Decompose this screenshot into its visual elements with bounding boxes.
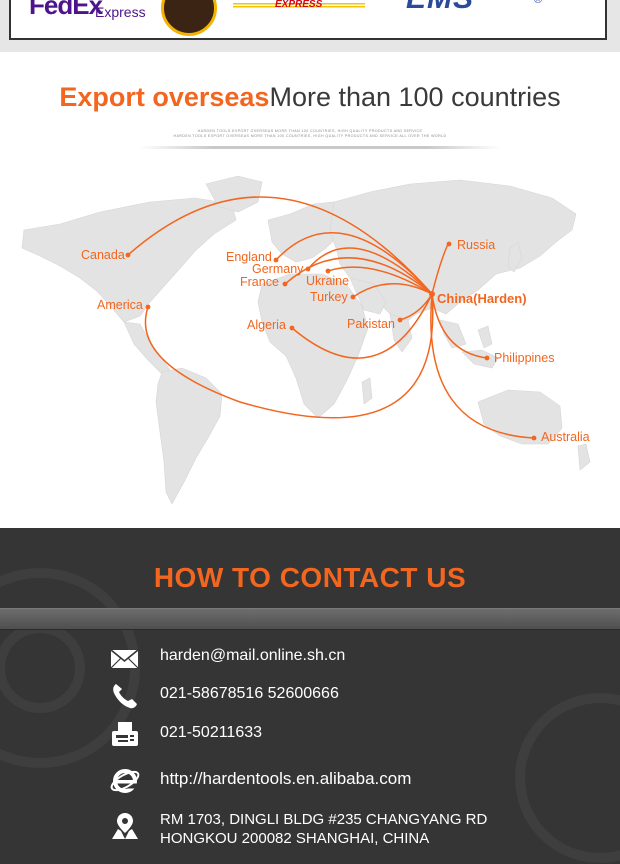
internet-explorer-icon (110, 769, 140, 793)
label-russia: Russia (457, 238, 495, 252)
phone-icon (113, 684, 137, 709)
contact-website[interactable]: http://hardentools.en.alibaba.com (160, 769, 412, 788)
envelope-icon (110, 649, 139, 669)
contact-section: HOW TO CONTACT US harden@mail.online.sh.… (0, 528, 620, 864)
fax-icon (112, 722, 138, 746)
label-america: America (97, 298, 143, 312)
label-ukraine: Ukraine (306, 274, 349, 288)
hub-dot (429, 291, 435, 297)
continents (21, 175, 591, 505)
label-canada: Canada (81, 248, 125, 262)
contact-email[interactable]: harden@mail.online.sh.cn (160, 647, 346, 664)
title-divider (140, 146, 500, 149)
dhl-express-label: EXPRESS (275, 0, 323, 10)
dhl-logo (233, 3, 365, 8)
contact-title-band (0, 608, 620, 630)
contact-address-line-2: HONGKOU 200082 SHANGHAI, CHINA (160, 830, 430, 847)
destination-labels: China(Harden) Russia Canada England Germ… (81, 238, 590, 444)
destination-dots (125, 241, 537, 441)
export-map-section: Export overseasMore than 100 countries H… (0, 52, 620, 528)
world-map: China(Harden) Russia Canada England Germ… (21, 175, 591, 505)
export-title-rest: More than 100 countries (269, 82, 561, 112)
ems-registered-mark: ® (534, 0, 543, 6)
shipping-logos-strip: FedEx Express EXPRESS EMS ® (0, 0, 620, 52)
ups-logo (161, 0, 217, 36)
export-title-highlight: Export overseas (59, 82, 270, 112)
fedex-logo: FedEx (29, 0, 103, 20)
shipping-logos-card: FedEx Express EXPRESS EMS ® (9, 0, 607, 40)
hub-label: China(Harden) (437, 291, 527, 306)
label-germany: Germany (252, 262, 304, 276)
export-fine-text-2: HARDEN TOOLS EXPORT OVERSEAS MORE THAN 1… (173, 134, 447, 138)
contact-fax: 021-50211633 (160, 724, 263, 741)
label-pakistan: Pakistan (347, 317, 395, 331)
contact-phone: 021-58678516 52600666 (160, 685, 339, 702)
label-france: France (240, 275, 279, 289)
label-turkey: Turkey (310, 290, 348, 304)
label-algeria: Algeria (247, 318, 286, 332)
contact-title: HOW TO CONTACT US (153, 562, 467, 593)
contact-address-line-1: RM 1703, DINGLI BLDG #235 CHANGYANG RD (160, 811, 488, 828)
export-fine-text-1: HARDEN TOOLS EXPORT OVERSEAS MORE THAN 1… (197, 129, 423, 133)
label-england: England (226, 250, 272, 264)
fedex-express-label: Express (95, 4, 146, 20)
location-pin-icon (112, 813, 138, 839)
export-title: Export overseasMore than 100 countries (0, 82, 620, 113)
label-australia: Australia (541, 430, 590, 444)
label-philippines: Philippines (494, 351, 554, 365)
ems-logo: EMS (406, 0, 474, 16)
export-routes (127, 196, 535, 439)
